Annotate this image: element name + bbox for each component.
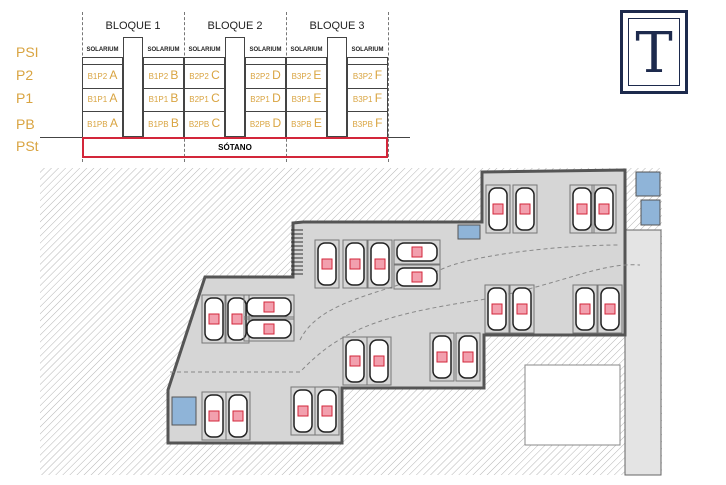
unit-label[interactable]: B2P2 D — [250, 68, 281, 82]
level-label: PB — [16, 116, 35, 132]
driveway-line — [170, 264, 641, 373]
space-number-tag — [579, 303, 591, 315]
parking-space[interactable] — [597, 284, 623, 334]
parking-space[interactable] — [225, 391, 251, 441]
parking-space[interactable] — [591, 184, 617, 234]
unit-label[interactable]: B2P1 D — [250, 91, 281, 105]
unit-label[interactable]: B3P2 F — [352, 68, 383, 82]
space-number-tag — [411, 271, 423, 283]
level-label: PSI — [16, 44, 39, 60]
space-number-tag — [374, 258, 386, 270]
basement-box[interactable]: SÓTANO — [82, 137, 388, 158]
unit-label[interactable]: B1PB B — [148, 116, 179, 130]
unit-label[interactable]: B3P1 E — [291, 91, 322, 105]
unit-label[interactable]: B2P2 C — [189, 68, 220, 82]
parking-space[interactable] — [429, 332, 455, 382]
space-number-tag — [231, 313, 243, 325]
space-number-tag — [321, 258, 333, 270]
space-number-tag — [462, 351, 474, 363]
unit-label[interactable]: B3PB E — [291, 116, 322, 130]
space-number-tag — [436, 351, 448, 363]
space-number-tag — [373, 355, 385, 367]
storage-room — [457, 224, 481, 240]
unit-label[interactable]: B2PB C — [188, 116, 221, 130]
block-title: BLOQUE 2 — [207, 20, 263, 32]
level-label: PSt — [16, 138, 39, 154]
space-number-tag — [411, 246, 423, 258]
parking-space[interactable] — [455, 332, 481, 382]
core — [123, 37, 143, 137]
parking-space[interactable] — [314, 386, 340, 436]
space-number-tag — [519, 203, 531, 215]
divider — [388, 12, 389, 162]
parking-space[interactable] — [485, 184, 511, 234]
space-number-tag — [263, 301, 275, 313]
space-number-tag — [321, 405, 333, 417]
space-number-tag — [297, 405, 309, 417]
space-number-tag — [516, 303, 528, 315]
unit-label[interactable]: B2PB D — [249, 116, 282, 130]
block-title: BLOQUE 3 — [309, 20, 365, 32]
space-number-tag — [492, 203, 504, 215]
unit-label[interactable]: B1P2 A — [87, 68, 118, 82]
unit-label[interactable]: B3P1 F — [352, 91, 383, 105]
solarium-label: SOLARIUM — [147, 47, 180, 53]
space-number-tag — [208, 313, 220, 325]
access-ramp — [624, 229, 662, 476]
basement-label: SÓTANO — [218, 143, 252, 152]
solarium-label: SOLARIUM — [188, 47, 221, 53]
storage-room — [171, 396, 197, 426]
parking-space[interactable] — [509, 284, 535, 334]
parking-space[interactable] — [569, 184, 595, 234]
space-number-tag — [263, 323, 275, 335]
parking-space[interactable] — [512, 184, 538, 234]
unit-label[interactable]: B1P1 A — [87, 91, 118, 105]
unit-label[interactable]: B3P2 E — [291, 68, 322, 82]
unit-label[interactable]: B1P1 B — [148, 91, 179, 105]
core — [327, 37, 347, 137]
parking-space[interactable] — [314, 239, 340, 289]
exterior-area — [524, 364, 621, 446]
space-number-tag — [232, 410, 244, 422]
basement-outline — [166, 168, 627, 445]
solarium-label: SOLARIUM — [86, 47, 119, 53]
storage-room — [635, 171, 661, 197]
parking-space[interactable] — [572, 284, 598, 334]
parking-space[interactable] — [342, 239, 368, 289]
unit-label[interactable]: B3PB F — [352, 116, 383, 130]
level-label: P2 — [16, 67, 34, 83]
logo: T — [620, 10, 688, 94]
level-label: P1 — [16, 90, 34, 106]
parking-space[interactable] — [367, 239, 393, 289]
space-number-tag — [208, 410, 220, 422]
space-number-tag — [491, 303, 503, 315]
driveway-line — [299, 244, 621, 341]
space-number-tag — [349, 258, 361, 270]
stairs — [291, 229, 303, 275]
storage-room — [640, 199, 661, 226]
logo-letter: T — [635, 21, 673, 86]
space-number-tag — [576, 203, 588, 215]
core — [225, 37, 245, 137]
solarium-label: SOLARIUM — [290, 47, 323, 53]
unit-label[interactable]: B1P2 B — [148, 68, 179, 82]
block-title: BLOQUE 1 — [105, 20, 161, 32]
parking-space[interactable] — [393, 239, 441, 265]
space-number-tag — [604, 303, 616, 315]
space-number-tag — [349, 355, 361, 367]
parking-space[interactable] — [393, 264, 441, 290]
space-number-tag — [598, 203, 610, 215]
unit-label[interactable]: B1PB A — [87, 116, 118, 130]
solarium-label: SOLARIUM — [249, 47, 282, 53]
unit-label[interactable]: B2P1 C — [189, 91, 220, 105]
parking-space[interactable] — [484, 284, 510, 334]
parking-space[interactable] — [366, 336, 392, 386]
parking-space[interactable] — [201, 294, 227, 344]
parking-space[interactable] — [243, 316, 295, 342]
parking-space[interactable] — [243, 294, 295, 320]
solarium-label: SOLARIUM — [351, 47, 384, 53]
